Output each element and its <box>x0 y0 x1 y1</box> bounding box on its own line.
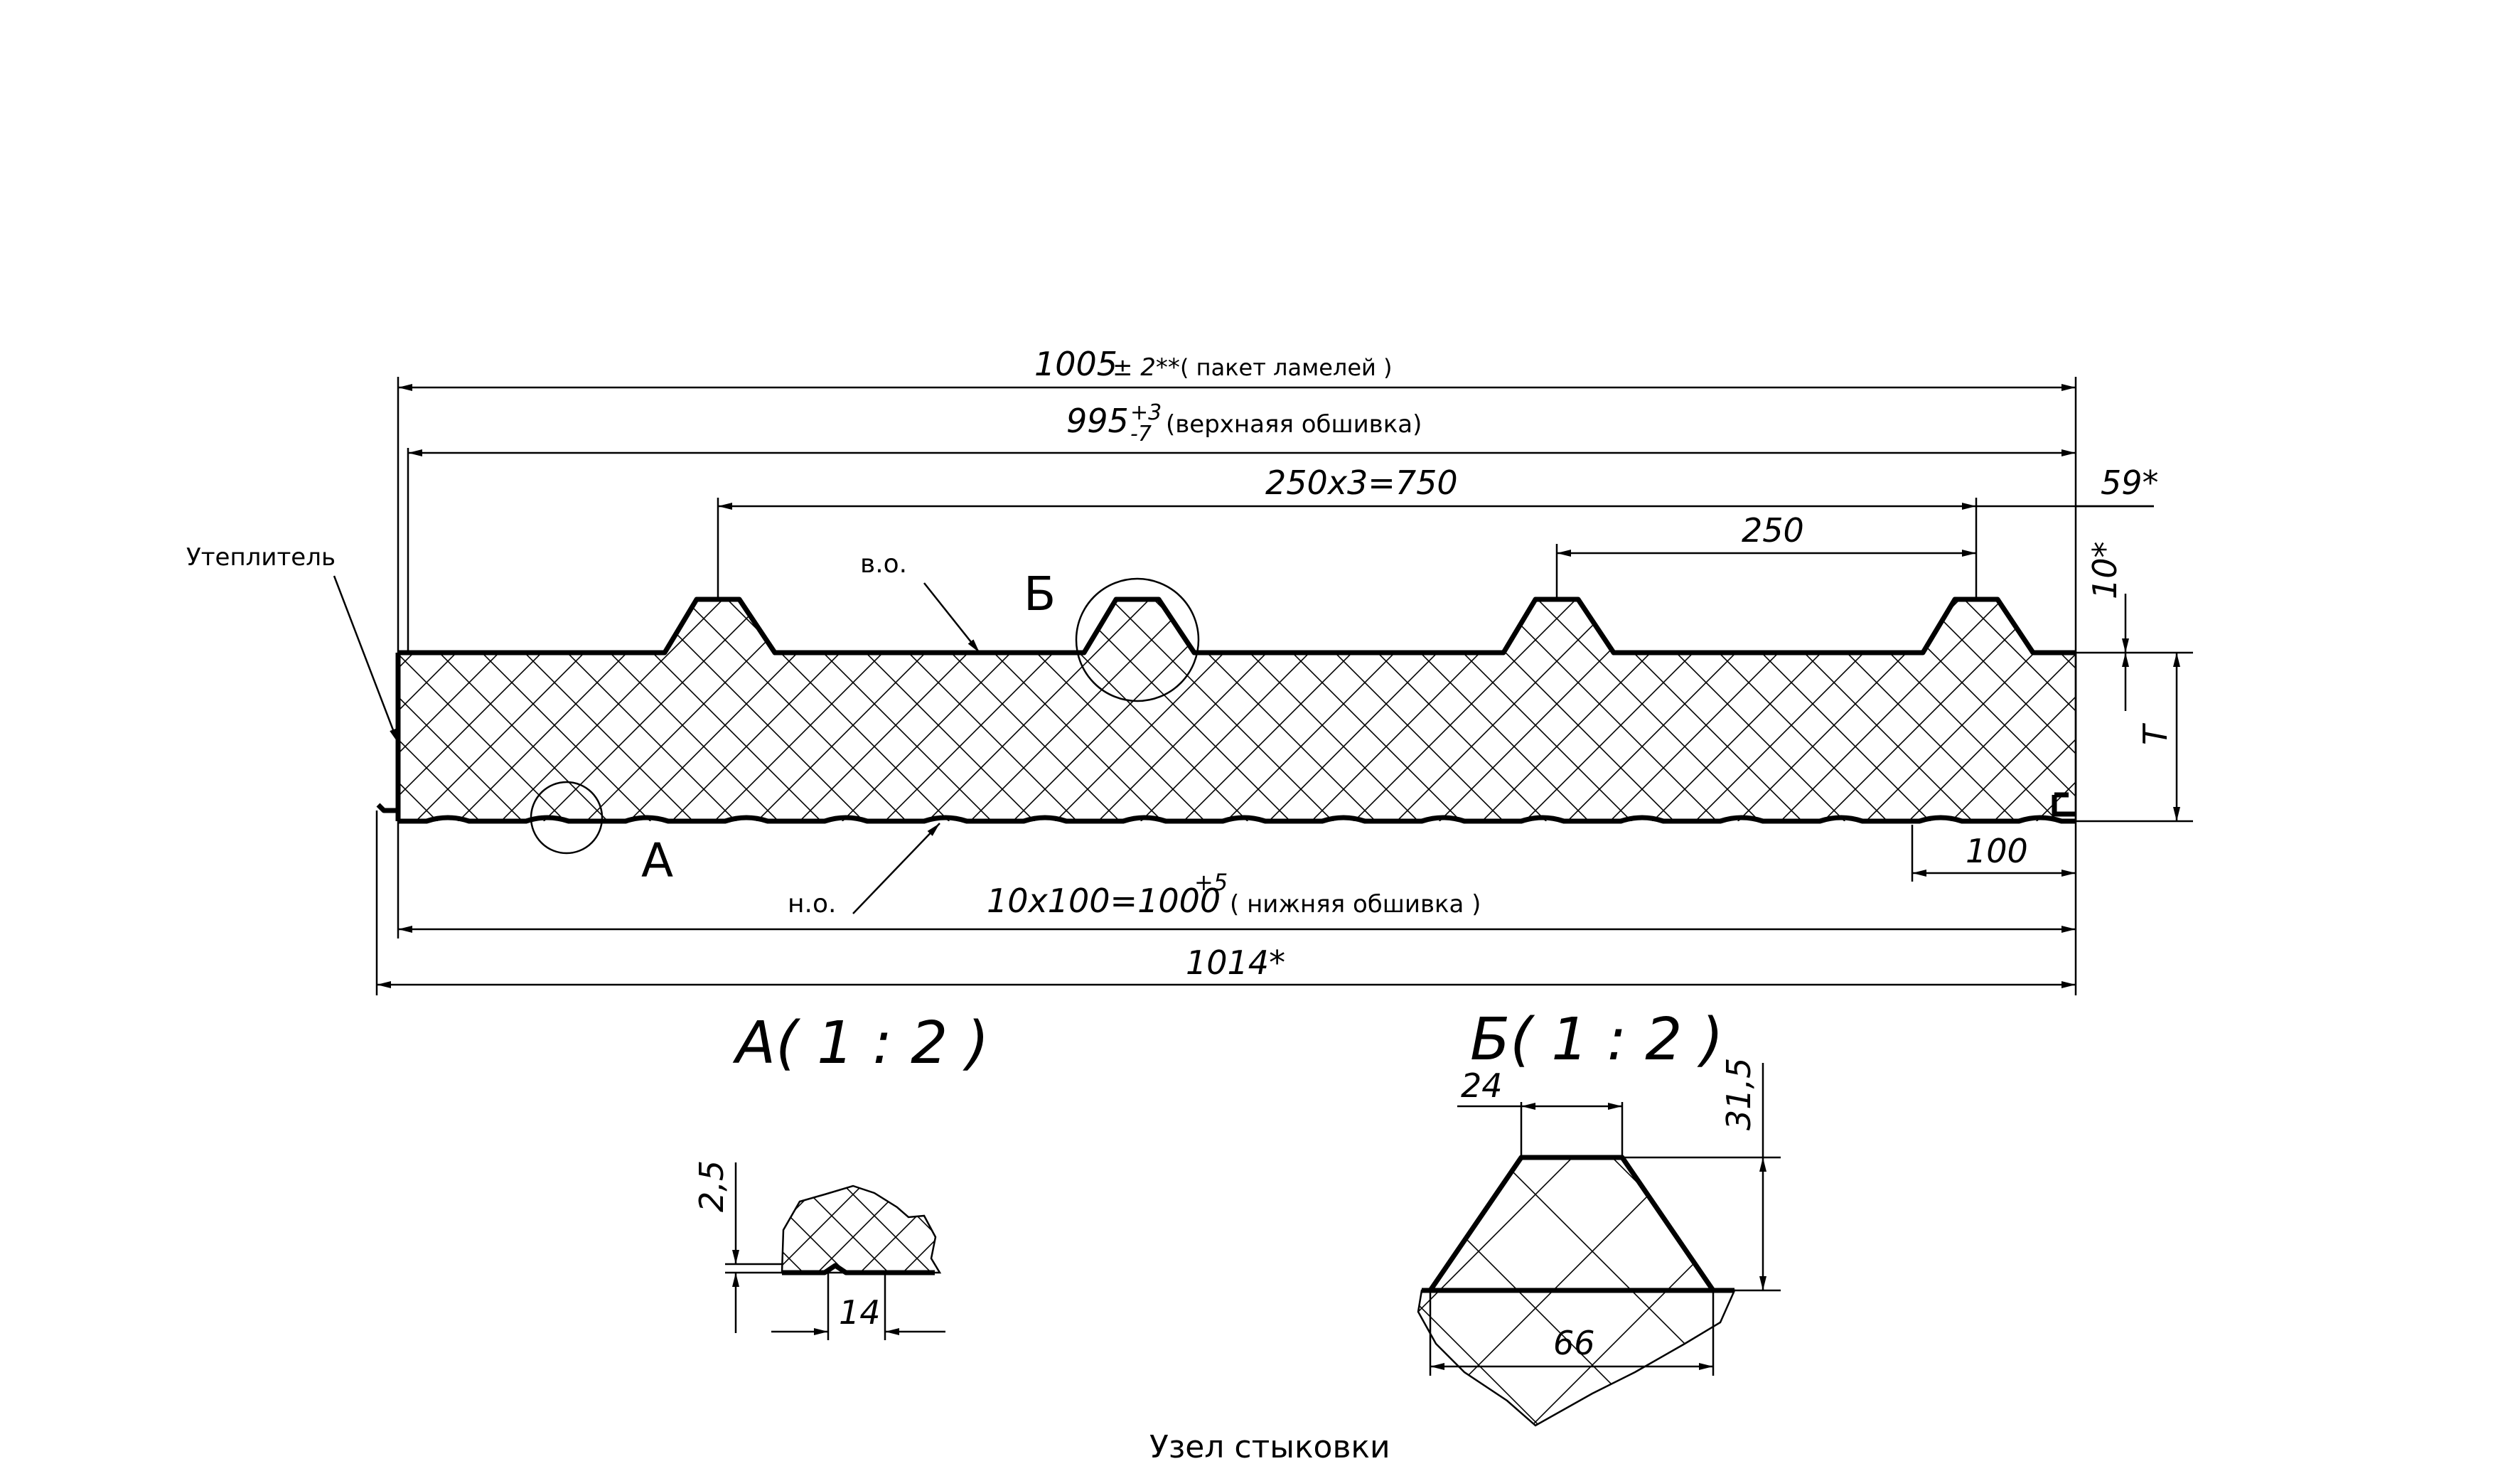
dimension-1000: 10x100=1000 +5 ( нижняя обшивка ) <box>987 869 1481 920</box>
detail-b-dim-24: 24 <box>1461 1066 1503 1105</box>
detail-a: А( 1 : 2 ) 2,5 14 <box>692 1010 989 1340</box>
detail-a-marker <box>530 781 604 855</box>
dimension-100: 100 <box>1966 832 2028 870</box>
panel-section <box>376 577 2077 855</box>
svg-text:1005: 1005 <box>1034 345 1117 383</box>
dimension-250: 250 <box>1742 511 1804 550</box>
detail-b-dim-66: 66 <box>1553 1324 1595 1362</box>
svg-text:(верхнаяя обшивка): (верхнаяя обшивка) <box>1166 410 1422 439</box>
svg-text:995: 995 <box>1066 402 1129 440</box>
dimension-10: 10* <box>2086 541 2124 599</box>
svg-text:( пакет ламелей ): ( пакет ламелей ) <box>1180 354 1393 381</box>
node-b-label: Б <box>1024 567 1056 621</box>
svg-text:-7: -7 <box>1130 422 1152 446</box>
detail-a-dim-14: 14 <box>839 1293 881 1332</box>
detail-a-title: А( 1 : 2 ) <box>732 1010 989 1077</box>
svg-text:10x100=1000: 10x100=1000 <box>987 882 1221 920</box>
upper-sheathing-label: в.о. <box>860 550 907 579</box>
svg-text:( нижняя обшивка ): ( нижняя обшивка ) <box>1230 890 1481 919</box>
insulation-core <box>398 653 2076 821</box>
detail-b-dim-315: 31,5 <box>1720 1058 1758 1130</box>
dimension-t: T <box>2136 722 2175 745</box>
dimension-750: 250x3=750 <box>1265 464 1458 502</box>
dimension-1014: 1014* <box>1186 943 1285 982</box>
dimension-lines <box>377 384 2180 988</box>
caption: Узел стыковки <box>1149 1429 1390 1465</box>
dimension-1005: 1005 ± 2** ( пакет ламелей ) <box>1034 345 1393 383</box>
dimension-59: 59* <box>2101 464 2159 502</box>
leader-lines <box>333 575 980 914</box>
svg-text:+3: +3 <box>1130 400 1162 425</box>
lower-sheathing <box>398 815 2076 824</box>
lower-sheathing-label: н.о. <box>788 889 836 919</box>
node-a-label: А <box>641 833 673 888</box>
detail-b: Б( 1 : 2 ) 24 31,5 66 <box>1417 1006 1781 1427</box>
svg-text:+5: +5 <box>1194 869 1228 896</box>
dimension-995: 995 +3 -7 (верхнаяя обшивка) <box>1066 400 1422 446</box>
detail-b-title: Б( 1 : 2 ) <box>1470 1006 1723 1074</box>
upper-sheathing <box>398 597 2076 656</box>
detail-b-marker <box>1075 577 1200 702</box>
detail-a-dim-25: 2,5 <box>692 1160 731 1212</box>
insulation-label: Утеплитель <box>186 543 336 572</box>
svg-text:± 2**: ± 2** <box>1112 353 1180 382</box>
